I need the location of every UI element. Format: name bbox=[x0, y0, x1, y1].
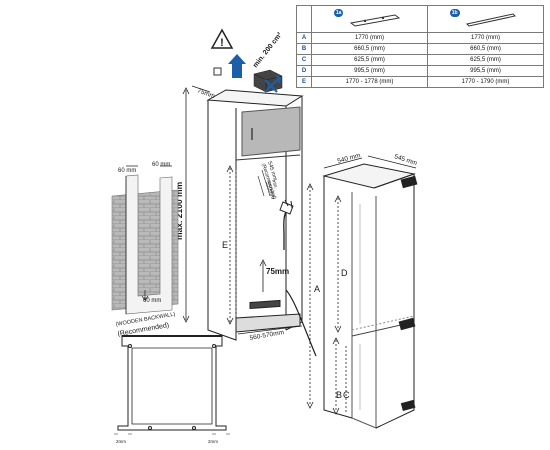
inner-height-dimension bbox=[259, 259, 267, 292]
ventilation-warning: ! min. 200 cm² bbox=[210, 28, 284, 93]
variant-1a-header: 1a bbox=[311, 5, 428, 33]
wall-bottom-label: 60 mm bbox=[143, 298, 161, 304]
row-key: D bbox=[296, 65, 312, 77]
row-value-1b: 1770 - 1790 (mm) bbox=[427, 76, 544, 88]
inner-height-label: 75mm bbox=[266, 267, 289, 276]
row-value-1a: 995,5 (mm) bbox=[311, 65, 428, 77]
lower-hinge-icon bbox=[400, 399, 416, 412]
fridge-depth-dimension bbox=[367, 155, 417, 169]
cable-min-value: 550mm bbox=[264, 181, 276, 201]
power-cable bbox=[283, 205, 291, 250]
vent-blocked-icon bbox=[264, 79, 278, 93]
row-value-1b: 660,5 (mm) bbox=[427, 43, 544, 55]
dimensions-table: 1a 1b A 1770 (mm) 1770 (mm) B 660,5 (mm)… bbox=[296, 5, 544, 88]
table-row: B 660,5 (mm) 660,5 (mm) bbox=[296, 43, 544, 55]
wall-note-2: (Recommended) bbox=[117, 322, 170, 338]
cable-depth-dimension bbox=[257, 169, 271, 197]
row-key: C bbox=[296, 54, 312, 66]
dim-a-label: A bbox=[314, 284, 320, 294]
niche-width-dimension bbox=[237, 325, 303, 335]
cabinet-niche bbox=[206, 89, 317, 357]
gap-left-label: 2mm bbox=[116, 439, 126, 444]
row-key: B bbox=[296, 43, 312, 55]
row-key: E bbox=[296, 76, 312, 88]
fridge-depth-label: 545 mm bbox=[393, 153, 417, 167]
fridge-width-dimension bbox=[323, 157, 363, 169]
wall-clip-icon bbox=[213, 67, 222, 76]
dim-d-label: D bbox=[341, 268, 348, 278]
dim-c-label: C bbox=[343, 390, 350, 400]
cable-depth-note: (Recommended) bbox=[260, 163, 277, 201]
table-row: A 1770 (mm) 1770 (mm) bbox=[296, 32, 544, 44]
max-height-label: max. 2100 mm bbox=[174, 181, 184, 240]
vent-area-label: min. 200 cm² bbox=[252, 31, 284, 69]
row-value-1a: 625,5 (mm) bbox=[311, 54, 428, 66]
variant-1a-tag: 1a bbox=[333, 9, 344, 17]
vent-airflow-icon bbox=[267, 75, 282, 89]
table-row: C 625,5 (mm) 625,5 (mm) bbox=[296, 54, 544, 66]
variant-1b-header: 1b bbox=[427, 5, 544, 33]
upper-cabinet-door bbox=[241, 106, 301, 157]
niche-height-label: E bbox=[222, 240, 228, 250]
fridge-width-label: 540 mm bbox=[337, 152, 361, 165]
table-row: E 1770 - 1778 (mm) 1770 - 1790 (mm) bbox=[296, 76, 544, 88]
bracket-1a-icon bbox=[349, 14, 401, 27]
upper-hinge-icon bbox=[400, 175, 418, 189]
wall-detail bbox=[111, 165, 179, 315]
row-value-1a: 1770 (mm) bbox=[311, 32, 428, 44]
wall-right-label: 60 mm bbox=[152, 162, 170, 168]
row-value-1b: 995,5 (mm) bbox=[427, 65, 544, 77]
niche-width-label: 560-570mm bbox=[249, 329, 284, 342]
frame-detail bbox=[114, 335, 230, 435]
power-plug-icon bbox=[279, 201, 294, 215]
gap-right-label: 2mm bbox=[208, 439, 218, 444]
bracket-1b-icon bbox=[466, 13, 517, 27]
row-value-1b: 1770 (mm) bbox=[427, 32, 544, 44]
cable-depth-label: 545 mm bbox=[266, 161, 278, 182]
row-key: A bbox=[296, 32, 312, 44]
row-value-1a: 1770 - 1778 (mm) bbox=[311, 76, 428, 88]
table-corner bbox=[296, 5, 312, 33]
dim-a-line bbox=[306, 183, 314, 409]
wall-slot-left bbox=[125, 174, 173, 315]
warning-icon bbox=[210, 28, 234, 49]
top-depth-dimension bbox=[191, 85, 211, 93]
warning-mark: ! bbox=[220, 37, 224, 49]
wall-left-label: 60 mm bbox=[118, 168, 136, 174]
variant-1b-tag: 1b bbox=[449, 9, 460, 17]
top-depth-label: 75mm bbox=[196, 87, 215, 100]
airflow-arrow-icon bbox=[228, 54, 246, 78]
dim-d-line bbox=[334, 195, 342, 333]
row-value-1b: 625,5 (mm) bbox=[427, 54, 544, 66]
plinth-vent-grille bbox=[249, 299, 281, 310]
table-row: D 995,5 (mm) 995,5 (mm) bbox=[296, 65, 544, 77]
row-value-1a: 660,5 (mm) bbox=[311, 43, 428, 55]
cable-min-label: min. bbox=[270, 179, 279, 190]
middle-hinge-icon bbox=[398, 317, 416, 331]
vent-grille-icon bbox=[253, 69, 283, 93]
max-height-dimension bbox=[182, 87, 190, 323]
wall-note-1: (WOODEN BACKWALL) bbox=[115, 312, 176, 328]
dim-b-line bbox=[332, 337, 340, 415]
dim-b-label: B bbox=[336, 390, 342, 400]
fridge bbox=[322, 163, 418, 429]
